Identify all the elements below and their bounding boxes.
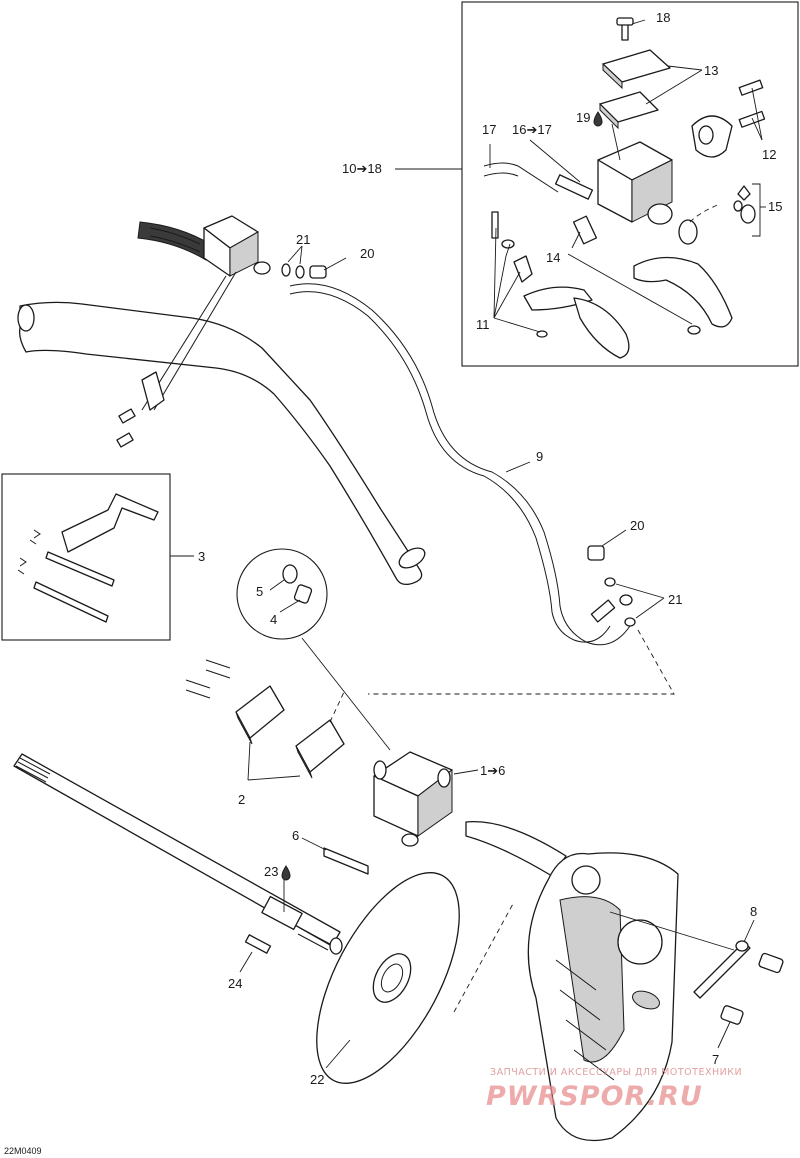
watermark-brand: PWRSPOR.RU — [486, 1081, 703, 1112]
banjo-bolt-and-washers-right — [368, 529, 675, 695]
caliper-pin — [301, 837, 369, 875]
label-12: 12 — [762, 147, 776, 162]
brake-pads — [185, 659, 345, 781]
label-22: 22 — [310, 1072, 324, 1087]
grease-drop-icon — [281, 865, 291, 881]
label-21-top: 21 — [296, 232, 310, 247]
label-4: 4 — [270, 612, 277, 627]
figure-code: 22M0409 — [4, 1146, 42, 1156]
label-7: 7 — [712, 1052, 719, 1067]
label-11: 11 — [476, 317, 490, 332]
label-1-6: 1➔6 — [480, 763, 505, 778]
pad-pin-kit-box — [1, 473, 194, 641]
label-13: 13 — [704, 63, 718, 78]
bleeder-detail-circle — [236, 548, 391, 751]
parking-lever — [633, 256, 733, 328]
watermark: ЗАПЧАСТИ И АКСЕССУАРЫ ДЛЯ МОТОТЕХНИКИ PW… — [486, 1067, 742, 1112]
label-3: 3 — [198, 549, 205, 564]
label-15: 15 — [768, 199, 782, 214]
brake-hose — [289, 283, 633, 646]
reservoir-cover — [599, 49, 671, 130]
handlebar-master-cylinder — [137, 215, 271, 411]
label-5: 5 — [256, 584, 263, 599]
master-cylinder-detail-inset — [395, 1, 799, 367]
brake-light-switch — [483, 162, 594, 200]
chaincase — [465, 820, 735, 1142]
label-9: 9 — [536, 449, 543, 464]
brake-disc — [316, 872, 515, 1084]
label-20-right: 20 — [630, 518, 644, 533]
label-14: 14 — [546, 250, 560, 265]
handlebar — [17, 301, 426, 586]
tensioner-link — [693, 919, 784, 1049]
label-10-18: 10➔18 — [342, 161, 382, 176]
label-8: 8 — [750, 904, 757, 919]
brake-lever — [573, 297, 630, 359]
label-19: 19 — [576, 110, 590, 125]
jackshaft — [13, 753, 343, 955]
label-23: 23 — [264, 864, 278, 879]
part-number-labels: 1➔6 2 3 4 5 6 7 8 9 10➔18 11 12 13 14 15… — [198, 10, 782, 1087]
brake-caliper — [373, 751, 479, 847]
label-2: 2 — [238, 792, 245, 807]
label-16-17: 16➔17 — [512, 122, 552, 137]
shaft-key — [239, 934, 272, 973]
banjo-bolt-and-washers-top — [281, 245, 347, 279]
label-18: 18 — [656, 10, 670, 25]
hose-clamp — [116, 371, 165, 448]
label-6: 6 — [292, 828, 299, 843]
grease-drop-icon — [593, 111, 603, 127]
label-17: 17 — [482, 122, 496, 137]
master-cylinder-body — [597, 141, 698, 245]
label-21-right: 21 — [668, 592, 682, 607]
watermark-tagline: ЗАПЧАСТИ И АКСЕССУАРЫ ДЛЯ МОТОТЕХНИКИ — [490, 1067, 742, 1078]
label-24: 24 — [228, 976, 242, 991]
pivot-bolt — [572, 215, 598, 245]
handlebar-clamp — [691, 79, 766, 158]
o-rings — [733, 185, 756, 224]
cover-screw — [616, 17, 634, 41]
label-20-top: 20 — [360, 246, 374, 261]
brake-lever-small-parts — [491, 211, 593, 338]
